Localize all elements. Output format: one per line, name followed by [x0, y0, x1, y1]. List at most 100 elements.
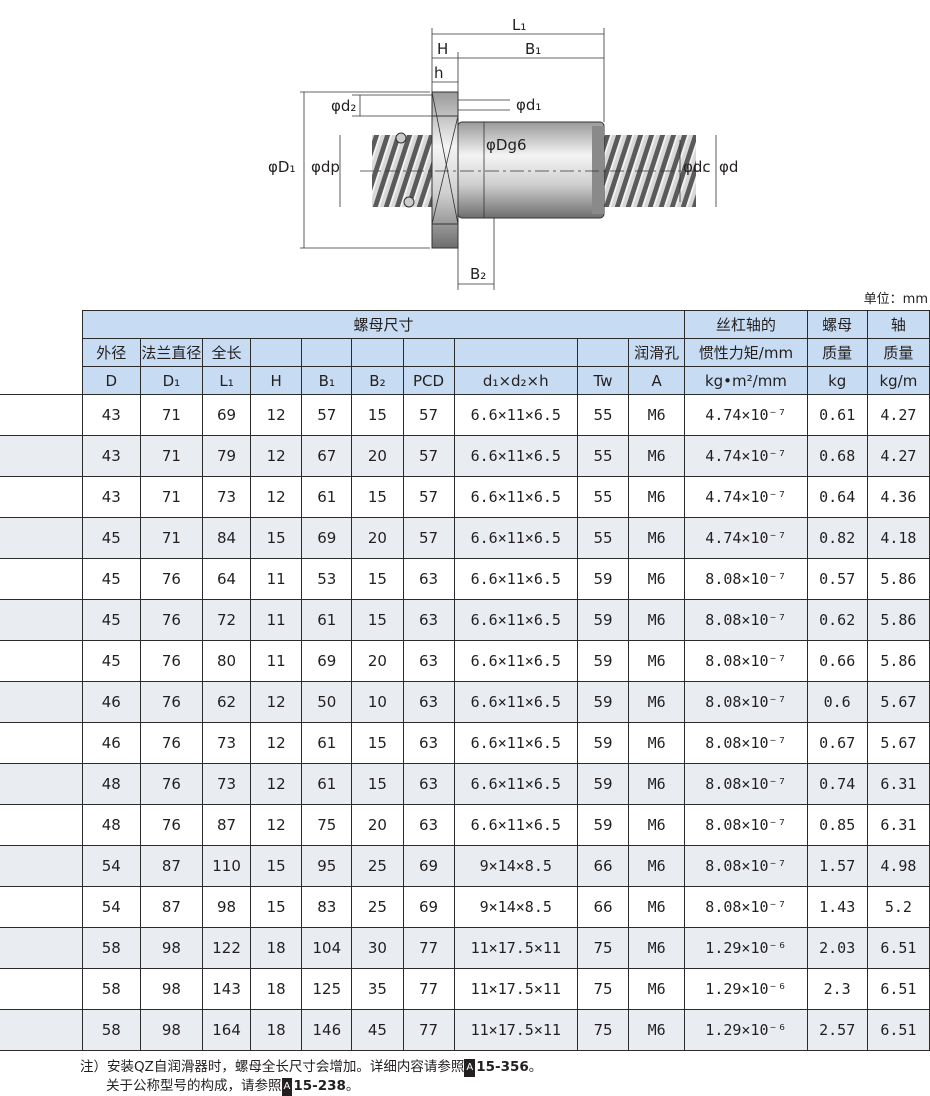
table-cell: M6	[628, 804, 686, 846]
table-cell: 6.6×11×6.5	[453, 435, 578, 477]
table-cell: 8.08×10⁻⁷	[684, 640, 808, 682]
table-cell: 6.6×11×6.5	[453, 476, 578, 518]
table-cell: 104	[301, 927, 353, 969]
table-cell: 63	[402, 804, 455, 846]
table-cell: 62	[201, 681, 252, 723]
unit-label: 单位：mm	[863, 292, 928, 307]
table-cell: 50	[301, 681, 353, 723]
model-cell	[0, 886, 83, 928]
table-cell: 0.85	[806, 804, 868, 846]
table-cell: 0.67	[806, 722, 868, 764]
table-cell: M6	[628, 476, 686, 518]
model-cell	[0, 476, 83, 518]
table-cell: 1.43	[806, 886, 868, 928]
label-D1: φD₁	[268, 158, 295, 176]
table-cell: 12	[250, 476, 303, 518]
table-cell: 30	[351, 927, 404, 969]
model-cell	[0, 927, 83, 969]
label-L1: L₁	[512, 16, 526, 34]
table-cell: 55	[576, 435, 630, 477]
table-cell: 63	[402, 681, 455, 723]
table-cell: 12	[250, 394, 303, 436]
table-cell: 59	[576, 763, 630, 805]
table-cell: 57	[402, 435, 455, 477]
header-nut-dimensions: 螺母尺寸	[81, 310, 686, 339]
header-symbol: Tw	[576, 366, 630, 395]
table-cell: 18	[250, 1009, 303, 1051]
header-lube-hole: 润滑孔	[628, 338, 686, 367]
table-cell: 58	[81, 968, 141, 1010]
table-cell: 45	[351, 1009, 404, 1051]
table-cell: 6.6×11×6.5	[453, 640, 578, 682]
model-cell	[0, 681, 83, 723]
table-cell: 15	[351, 476, 404, 518]
table-cell: M6	[628, 968, 686, 1010]
table-cell: 8.08×10⁻⁷	[684, 722, 808, 764]
label-h: h	[434, 64, 444, 82]
table-cell: 76	[139, 640, 204, 682]
table-cell: 4.98	[866, 845, 930, 887]
table-cell: 57	[402, 476, 455, 518]
table-cell: 18	[250, 968, 303, 1010]
table-cell: 0.61	[806, 394, 868, 436]
table-cell: 11×17.5×11	[453, 1009, 578, 1051]
table-cell: 54	[81, 886, 141, 928]
header-flange-diameter: 法兰直径	[139, 338, 204, 367]
table-cell: 69	[301, 517, 353, 559]
table-cell: 48	[81, 763, 141, 805]
header-symbol: A	[628, 366, 686, 395]
table-cell: 0.66	[806, 640, 868, 682]
table-cell: 46	[81, 681, 141, 723]
table-cell: 11×17.5×11	[453, 968, 578, 1010]
table-cell: 125	[301, 968, 353, 1010]
table-cell: M6	[628, 845, 686, 887]
table-cell: M6	[628, 722, 686, 764]
table-cell: 43	[81, 476, 141, 518]
table-cell: 59	[576, 804, 630, 846]
table-cell: 55	[576, 517, 630, 559]
table-cell: 4.74×10⁻⁷	[684, 435, 808, 477]
table-cell: 11	[250, 640, 303, 682]
spec-table: 螺母尺寸 丝杠轴的 螺母 轴 外径 法兰直径 全长 润滑孔 惯性力矩/mm 质量…	[0, 310, 930, 1051]
table-cell: 10	[351, 681, 404, 723]
table-cell: 2.57	[806, 1009, 868, 1051]
table-cell: 8.08×10⁻⁷	[684, 558, 808, 600]
model-cell	[0, 845, 83, 887]
table-cell: 57	[402, 394, 455, 436]
table-cell: 79	[201, 435, 252, 477]
header-shaft-mass-1: 轴	[866, 310, 930, 339]
header-symbol: kg/m	[866, 366, 930, 395]
table-cell: 0.62	[806, 599, 868, 641]
table-cell: 76	[139, 681, 204, 723]
table-cell: 11	[250, 599, 303, 641]
table-cell: 59	[576, 722, 630, 764]
table-cell: 1.57	[806, 845, 868, 887]
table-cell: 18	[250, 927, 303, 969]
table-cell: 4.27	[866, 435, 930, 477]
table-cell: 63	[402, 722, 455, 764]
table-cell: 71	[139, 435, 204, 477]
table-cell: 95	[301, 845, 353, 887]
ref-link-2[interactable]: 15-238	[293, 1078, 346, 1094]
table-cell: 75	[576, 968, 630, 1010]
table-cell: 61	[301, 599, 353, 641]
table-cell: 164	[201, 1009, 252, 1051]
model-cell	[0, 640, 83, 682]
table-cell: 6.6×11×6.5	[453, 517, 578, 559]
ref-link-1[interactable]: 15-356	[476, 1059, 529, 1075]
table-cell: M6	[628, 927, 686, 969]
table-cell: 87	[139, 886, 204, 928]
table-cell: 98	[139, 927, 204, 969]
table-cell: 73	[201, 476, 252, 518]
header-symbol: B₁	[301, 366, 353, 395]
table-cell: 43	[81, 394, 141, 436]
header-symbol: D₁	[139, 366, 204, 395]
table-cell: 12	[250, 435, 303, 477]
table-cell: M6	[628, 517, 686, 559]
